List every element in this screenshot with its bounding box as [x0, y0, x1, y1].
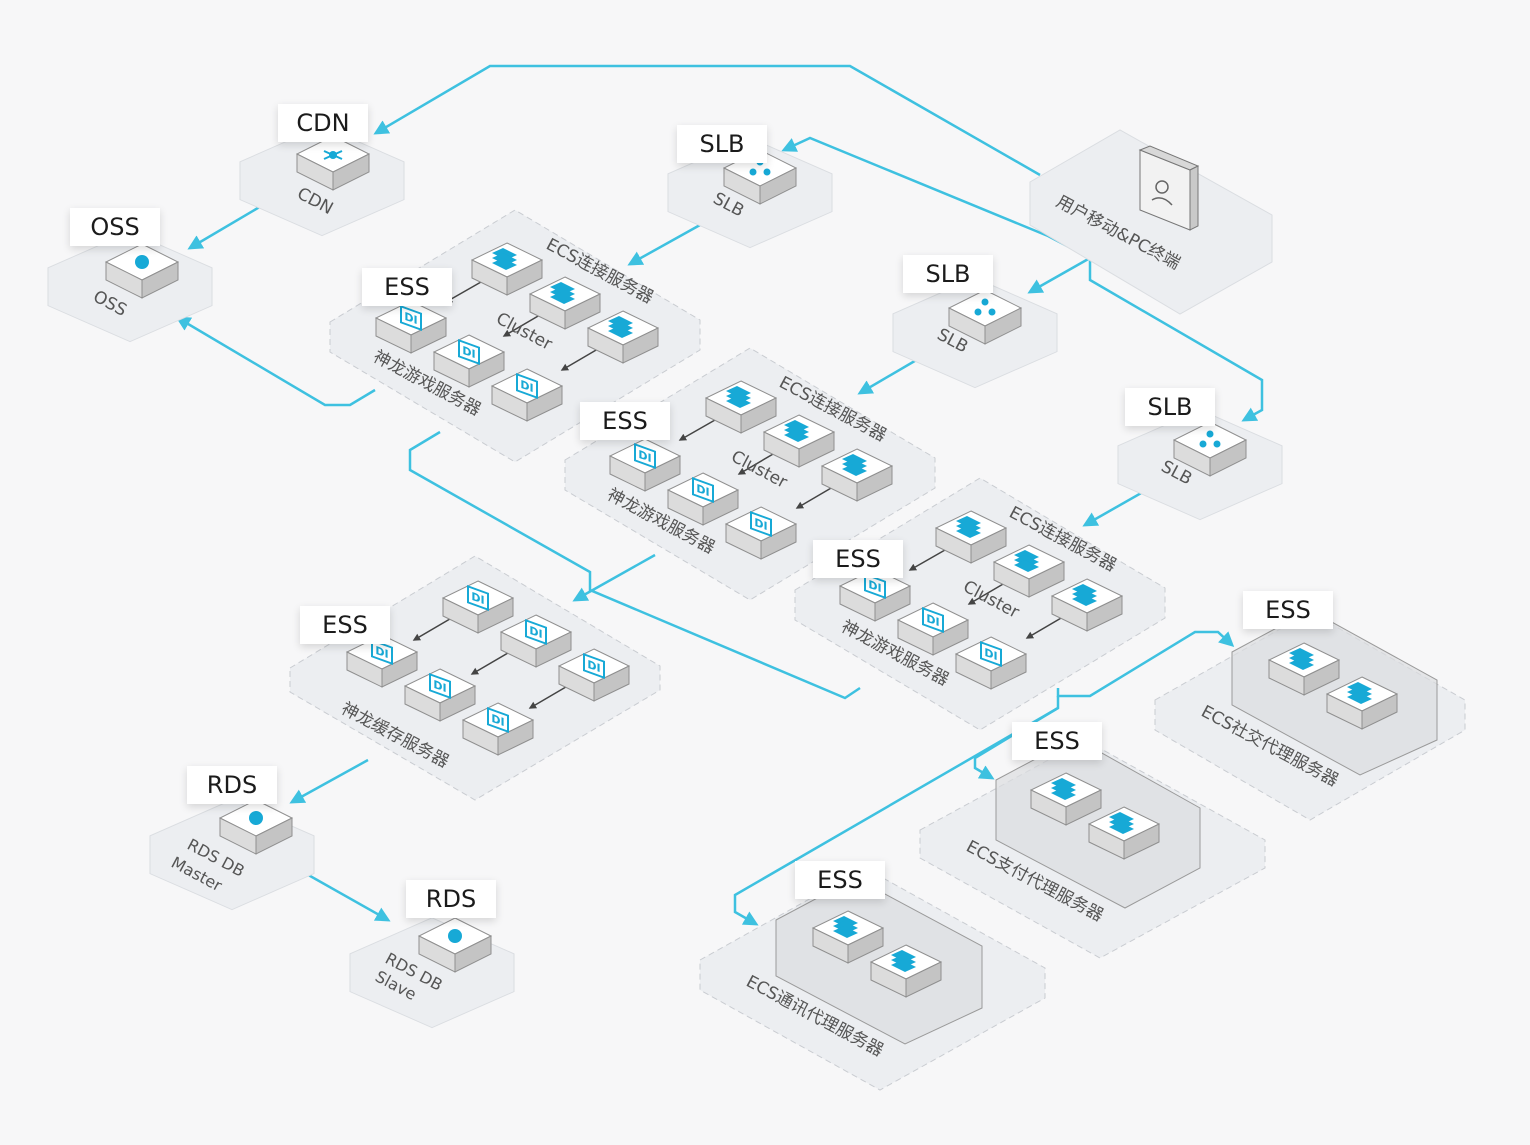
ecs-social-group: ECS社交代理服务器: [1154, 609, 1466, 821]
slb-node-2: SLB: [892, 277, 1058, 389]
ess-tag: ESS: [300, 606, 390, 644]
connector-lines: [175, 64, 1264, 926]
rds-tag: RDS: [187, 766, 277, 804]
slb-icon: [974, 298, 996, 316]
rds-tag: RDS: [406, 880, 496, 918]
ess-tag: ESS: [362, 268, 452, 306]
slb-node-1: SLB: [667, 137, 833, 249]
rds-master-node: RDS DB Master: [149, 799, 315, 911]
slb-icon: [1199, 430, 1221, 448]
rds-icon: [249, 811, 263, 825]
cdn-node: CDN: [239, 125, 405, 237]
ecs-comm-group: ECS通讯代理服务器: [699, 867, 1046, 1091]
user-device-icon: [1138, 145, 1200, 231]
oss-node: OSS: [47, 231, 213, 343]
oss-icon: [135, 255, 149, 269]
slb-tag: SLB: [677, 125, 767, 163]
cache-cluster: 神龙缓存服务器: [289, 555, 661, 801]
slb-node-3: SLB: [1117, 409, 1283, 521]
rds-icon: [448, 929, 462, 943]
slb-tag: SLB: [903, 255, 993, 293]
slb-tag: SLB: [1125, 388, 1215, 426]
user-terminal-node: 用户移动&PC终端: [1029, 129, 1273, 315]
ess-tag: ESS: [795, 861, 885, 899]
ess-tag: ESS: [813, 540, 903, 578]
ecs-payment-group: ECS支付代理服务器: [919, 737, 1266, 959]
ess-tag: ESS: [1012, 722, 1102, 760]
ess-tag: ESS: [1243, 591, 1333, 629]
cdn-tag: CDN: [278, 104, 368, 142]
rds-slave-node: RDS DB Slave: [349, 917, 515, 1029]
ess-tag: ESS: [580, 402, 670, 440]
cdn-icon: [323, 150, 343, 160]
oss-tag: OSS: [70, 208, 160, 246]
